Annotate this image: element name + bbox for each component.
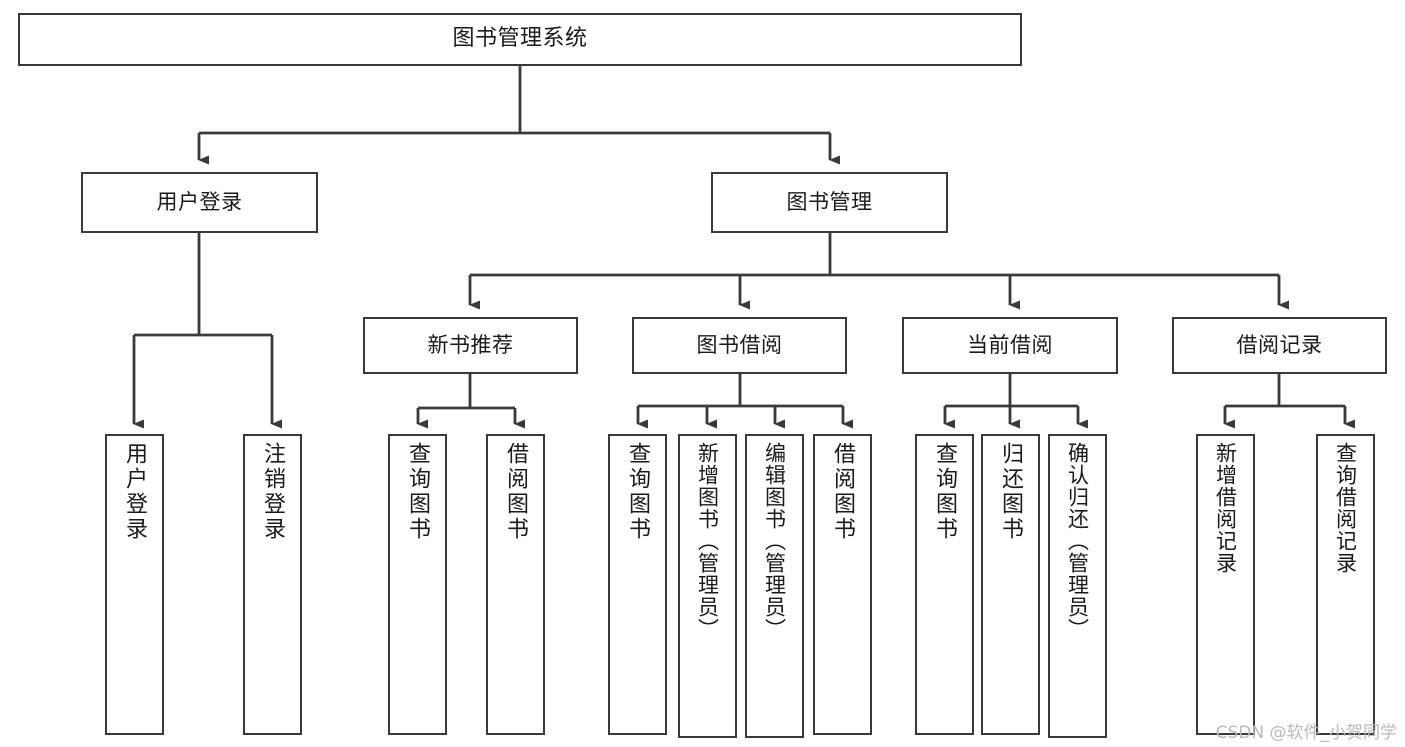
leaf-current-query-book[interactable]: 查询图书: [915, 434, 974, 735]
node-book-management[interactable]: 图书管理: [711, 172, 948, 233]
node-label: 查询图书: [932, 442, 958, 542]
node-new-book-recommend[interactable]: 新书推荐: [363, 317, 578, 374]
leaf-borrow-edit-book-admin[interactable]: 编辑图书（管理员）: [745, 434, 804, 738]
node-label: 用户登录: [156, 189, 243, 214]
node-label: 查询图书: [625, 442, 651, 542]
leaf-user-login-signin[interactable]: 用户登录: [105, 434, 164, 735]
leaf-borrow-add-book-admin[interactable]: 新增图书（管理员）: [678, 434, 737, 738]
leaf-current-return-book[interactable]: 归还图书: [981, 434, 1040, 735]
node-book-borrow[interactable]: 图书借阅: [632, 317, 847, 374]
node-label: 当前借阅: [967, 332, 1053, 357]
node-label: 注销登录: [260, 442, 286, 542]
node-label: 新增图书（管理员）: [695, 442, 720, 640]
node-root-system[interactable]: 图书管理系统: [18, 13, 1022, 66]
leaf-new-book-query[interactable]: 查询图书: [388, 434, 447, 735]
node-label: 查询图书: [405, 442, 431, 542]
node-borrow-record[interactable]: 借阅记录: [1172, 317, 1387, 374]
node-label: 查询借阅记录: [1333, 442, 1358, 574]
node-label: 图书管理系统: [452, 26, 588, 52]
node-current-borrow[interactable]: 当前借阅: [902, 317, 1118, 374]
leaf-borrow-query-book[interactable]: 查询图书: [608, 434, 667, 735]
node-label: 归还图书: [998, 442, 1024, 542]
leaf-borrow-borrow-book[interactable]: 借阅图书: [813, 434, 872, 735]
node-label: 新书推荐: [427, 332, 514, 357]
node-label: 确认归还（管理员）: [1065, 442, 1090, 640]
node-label: 用户登录: [122, 442, 148, 542]
leaf-user-login-signout[interactable]: 注销登录: [243, 434, 302, 735]
leaf-current-confirm-return-admin[interactable]: 确认归还（管理员）: [1048, 434, 1107, 738]
node-label: 编辑图书（管理员）: [762, 442, 787, 640]
node-label: 新增借阅记录: [1213, 442, 1238, 574]
watermark: CSDN @软件_小贺同学: [1215, 723, 1397, 743]
node-label: 借阅图书: [830, 442, 856, 542]
leaf-new-book-borrow[interactable]: 借阅图书: [486, 434, 545, 735]
node-label: 图书借阅: [696, 332, 783, 357]
leaf-record-query-borrow-record[interactable]: 查询借阅记录: [1316, 434, 1375, 735]
node-label: 借阅图书: [503, 442, 529, 542]
leaf-record-add-borrow-record[interactable]: 新增借阅记录: [1196, 434, 1255, 735]
node-label: 图书管理: [786, 189, 873, 214]
node-user-login[interactable]: 用户登录: [81, 172, 318, 233]
node-label: 借阅记录: [1236, 332, 1323, 357]
